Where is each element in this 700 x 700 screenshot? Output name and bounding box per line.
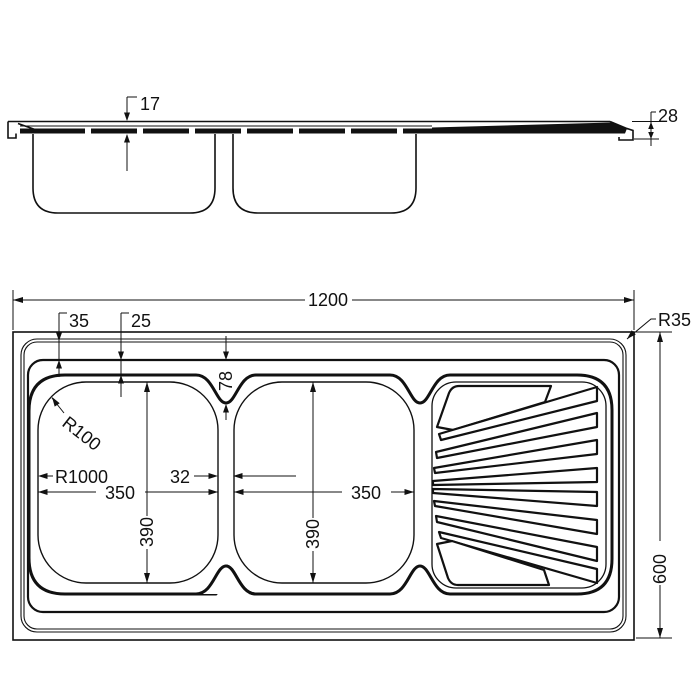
arrow-down [223,351,229,360]
right-edge-hook [618,127,634,141]
arrow-diagonal [52,397,60,407]
plan-view-dimensions [12,290,672,639]
outer-rect [12,331,635,641]
rim-edge-inner [23,341,624,630]
arrow-down [648,132,654,139]
dim-label-1200: 1200 [308,290,348,310]
arrow-down [124,112,130,121]
right-bowl-interior [233,381,415,584]
drainer-groove [437,385,599,442]
dim-label-r1000: R1000 [55,467,108,487]
arrow-left [38,489,48,495]
arrow-up [56,360,62,369]
arrow-up [118,375,124,384]
arrow-down [144,573,150,583]
right-bowl-profile [232,134,417,214]
arrow-up [223,404,229,413]
dim-label-r35: R35 [658,310,691,330]
rim-band [20,128,432,134]
arrow-up [657,332,663,342]
arrow-down [56,332,62,341]
rim-edge-outer [20,338,627,633]
arrow-left [13,297,23,303]
dim-label-32: 32 [170,467,190,487]
left-bowl-profile [32,134,216,214]
arrow-right [404,489,414,495]
dim-label-r100: R100 [59,412,105,454]
band-gap [397,127,403,135]
dim-label-600: 600 [650,554,670,584]
dim-label-28: 28 [658,106,678,126]
drainer-groove [434,411,599,460]
side-elevation-dimensions [124,96,659,171]
drainer-groove [432,499,599,536]
arrow-left [38,473,48,479]
plan-view [12,331,635,641]
arrow-right [624,297,634,303]
side-elevation-view [7,120,634,214]
arrow-down [657,628,663,638]
r35-leader [626,318,656,340]
arrow-diagonal [627,330,636,339]
band-gap [137,127,143,135]
drainer-groove [431,466,599,487]
drainer-groove-chevron-top [435,384,553,432]
dim-label-350-left: 350 [105,483,135,503]
arrow-left [233,473,243,479]
left-bowl-interior [37,381,219,584]
band-gap [345,127,351,135]
band-gap [293,127,299,135]
arrow-up [648,122,654,129]
drainer-groove [432,438,599,475]
arrow-up [144,382,150,392]
left-edge-hook [7,121,17,139]
arrow-right [208,489,218,495]
dim-label-78: 78 [216,371,236,391]
dim-label-17: 17 [140,94,160,114]
drainer-grooves [431,384,599,587]
dim-label-390-right: 390 [303,519,323,549]
bottom-saddle-left [195,564,257,596]
dim-label-390-left: 390 [137,517,157,547]
arrow-down [118,351,124,360]
drainer-groove-chevron-bottom [435,539,551,587]
dim-label-350-right: 350 [351,483,381,503]
dimension-labels: 17 28 1200 35 25 R35 R100 R1000 32 350 3… [55,94,691,584]
drainer-groove [434,514,599,563]
band-gap [241,127,247,135]
drainer-groove [431,487,599,508]
band-gap [189,127,195,135]
dim-label-25: 25 [131,311,151,331]
arrow-up [310,382,316,392]
arrow-up [124,134,130,143]
arrow-left [234,489,244,495]
drainer-groove [437,530,599,585]
drainer-wedge [432,122,627,134]
band-gap [85,127,91,135]
arrow-right [208,473,218,479]
arrow-down [310,573,316,583]
dim-label-35: 35 [69,311,89,331]
